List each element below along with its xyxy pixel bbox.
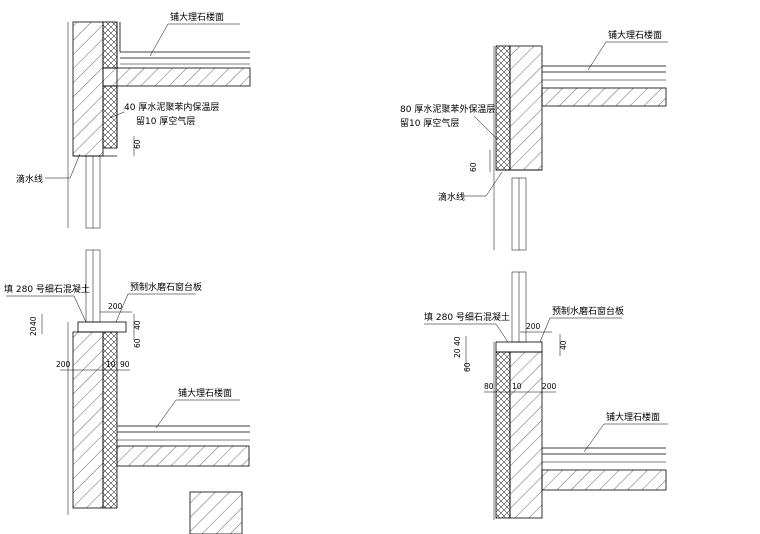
- insulation-layer: [495, 351, 511, 519]
- dim-200-left: 200: [56, 360, 71, 369]
- concrete-wall: [509, 45, 543, 171]
- floor-label: 铺大理石楼面: [178, 387, 232, 399]
- fill-concrete-label: 填 280 号细石混凝土: [4, 283, 90, 295]
- dim-60: 60: [133, 338, 142, 348]
- detail-top-left: 铺大理石楼面 40 厚水泥聚苯内保温层 留10 厚空气层 滴水线 60: [16, 11, 251, 229]
- dim-20: 20: [29, 326, 38, 336]
- lower-wall: [189, 491, 243, 534]
- window-sill: [495, 341, 543, 353]
- detail-bottom-right: 填 280 号细石混凝土 预制水磨石窗台板 铺大理石楼面 200 40 40 2…: [424, 271, 668, 520]
- air-gap-label: 留10 厚空气层: [136, 115, 195, 127]
- drip-line-label: 滴水线: [438, 191, 465, 203]
- dim-200-top: 200: [526, 322, 541, 331]
- dim-60: 60: [469, 162, 478, 172]
- dim-40: 40: [133, 320, 142, 330]
- concrete-wall: [509, 351, 543, 519]
- floor-label: 铺大理石楼面: [608, 29, 662, 41]
- dim-80: 80: [484, 382, 494, 391]
- dim-40: 40: [453, 336, 462, 346]
- detail-top-right: 铺大理石楼面 80 厚水泥聚苯外保温层 留10 厚空气层 滴水线 60: [400, 29, 668, 251]
- dim-60: 60: [133, 139, 142, 149]
- floor-slab: [541, 87, 667, 107]
- insulation-label: 40 厚水泥聚苯内保温层: [124, 101, 219, 113]
- dim-200-top: 200: [108, 302, 123, 311]
- drip-line-label: 滴水线: [16, 173, 43, 185]
- air-gap-label: 留10 厚空气层: [400, 117, 459, 129]
- floor-slab: [116, 445, 250, 467]
- floor-slab: [102, 67, 251, 87]
- detail-bottom-left: 填 280 号细石混凝土 预制水磨石窗台板 铺大理石楼面 200 40 60 4…: [4, 249, 250, 534]
- dim-10: 10: [106, 360, 116, 369]
- sill-board-label: 预制水磨石窗台板: [130, 281, 202, 293]
- dim-90: 90: [120, 360, 130, 369]
- insulation-layer: [102, 21, 118, 69]
- dim-10: 10: [512, 382, 522, 391]
- concrete-wall: [72, 21, 104, 157]
- dim-60: 60: [463, 362, 472, 372]
- dim-200-right: 200: [542, 382, 557, 391]
- dim-40: 40: [559, 340, 568, 350]
- floor-label: 铺大理石楼面: [170, 11, 224, 23]
- floor-label: 铺大理石楼面: [606, 411, 660, 423]
- dim-40: 40: [29, 316, 38, 326]
- sill-board-label: 预制水磨石窗台板: [552, 305, 624, 317]
- dim-20: 20: [453, 348, 462, 358]
- insulation-layer: [102, 331, 118, 509]
- floor-slab: [541, 469, 667, 491]
- concrete-wall: [72, 331, 104, 509]
- fill-concrete-label: 填 280 号细石混凝土: [424, 311, 510, 323]
- insulation-layer: [102, 85, 118, 149]
- insulation-layer: [495, 45, 511, 171]
- insulation-label: 80 厚水泥聚苯外保温层: [400, 103, 495, 115]
- window-sill: [77, 321, 127, 333]
